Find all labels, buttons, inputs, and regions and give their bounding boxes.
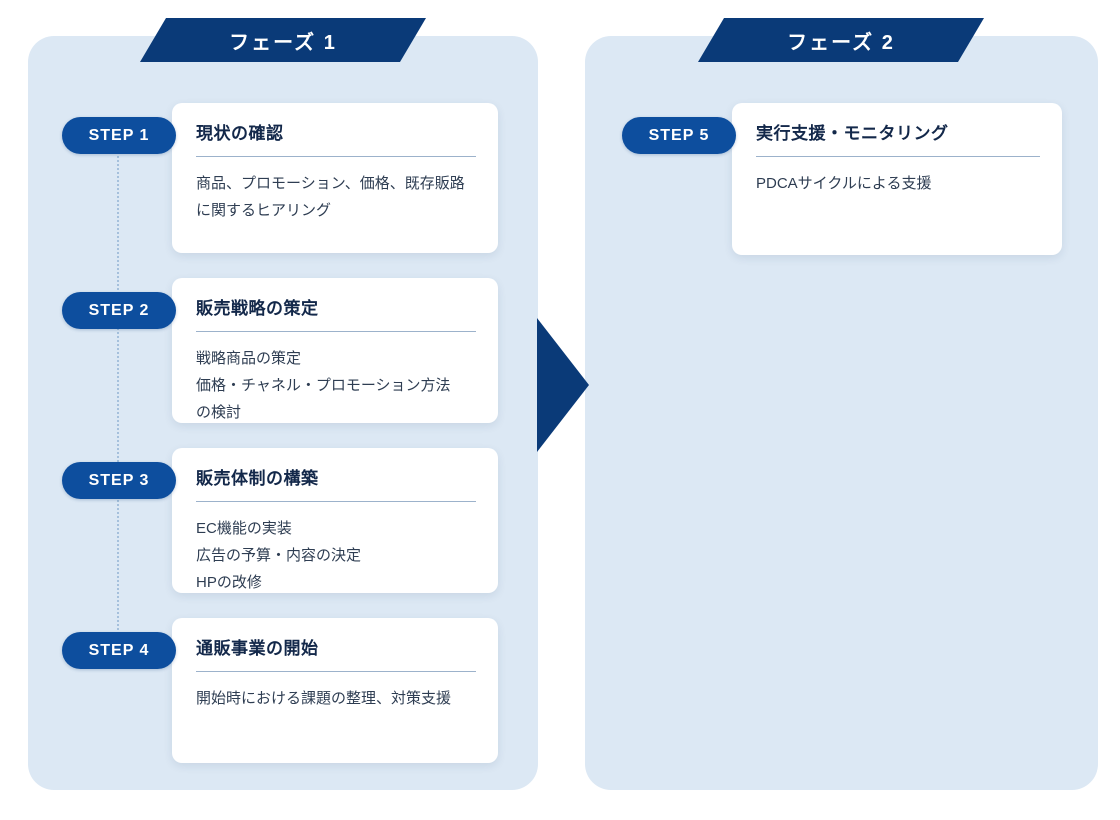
text-line: の検討: [196, 404, 242, 421]
phase-arrow-icon: [537, 318, 589, 452]
text-line: EC機能の実装: [196, 520, 292, 537]
phase2-banner: フェーズ 2: [698, 18, 984, 62]
text-line: 商品、プロモーション、価格、既存販路: [196, 175, 465, 192]
step1-badge: STEP 1: [62, 117, 176, 154]
text-line: 戦略商品の策定: [196, 350, 302, 367]
phase1-label: フェーズ 1: [229, 31, 337, 54]
step2-badge-label: STEP 2: [88, 301, 150, 319]
text-line: HPの改修: [196, 574, 262, 591]
step2-body: 戦略商品の策定 価格・チャネル・プロモーション方法 の検討: [196, 345, 476, 426]
step1-body: 商品、プロモーション、価格、既存販路 に関するヒアリング: [196, 170, 476, 224]
step4-body: 開始時における課題の整理、対策支援: [196, 685, 476, 712]
step4-badge: STEP 4: [62, 632, 176, 669]
step5-title: 実行支援・モニタリング: [756, 119, 1040, 157]
phase2-label: フェーズ 2: [787, 31, 895, 54]
step4-card: 通販事業の開始 開始時における課題の整理、対策支援: [172, 618, 498, 763]
step1-title: 現状の確認: [196, 119, 476, 157]
text-line: 価格・チャネル・プロモーション方法: [196, 377, 451, 394]
text-line: 広告の予算・内容の決定: [196, 547, 362, 564]
step5-body: PDCAサイクルによる支援: [756, 170, 1040, 197]
step3-badge: STEP 3: [62, 462, 176, 499]
step3-title: 販売体制の構築: [196, 464, 476, 502]
text-line: に関するヒアリング: [196, 202, 332, 219]
text-line: PDCAサイクルによる支援: [756, 175, 932, 192]
step2-title: 販売戦略の策定: [196, 294, 476, 332]
step4-title: 通販事業の開始: [196, 634, 476, 672]
step5-badge: STEP 5: [622, 117, 736, 154]
step4-badge-label: STEP 4: [88, 641, 150, 659]
step5-badge-label: STEP 5: [648, 126, 710, 144]
phase1-banner: フェーズ 1: [140, 18, 426, 62]
step5-card: 実行支援・モニタリング PDCAサイクルによる支援: [732, 103, 1062, 255]
text-line: 開始時における課題の整理、対策支援: [196, 690, 452, 707]
step-connector-line: [117, 135, 119, 650]
step1-card: 現状の確認 商品、プロモーション、価格、既存販路 に関するヒアリング: [172, 103, 498, 253]
step3-body: EC機能の実装 広告の予算・内容の決定 HPの改修: [196, 515, 476, 596]
step2-badge: STEP 2: [62, 292, 176, 329]
step3-badge-label: STEP 3: [88, 471, 150, 489]
step1-badge-label: STEP 1: [88, 126, 150, 144]
step2-card: 販売戦略の策定 戦略商品の策定 価格・チャネル・プロモーション方法 の検討: [172, 278, 498, 423]
step3-card: 販売体制の構築 EC機能の実装 広告の予算・内容の決定 HPの改修: [172, 448, 498, 593]
